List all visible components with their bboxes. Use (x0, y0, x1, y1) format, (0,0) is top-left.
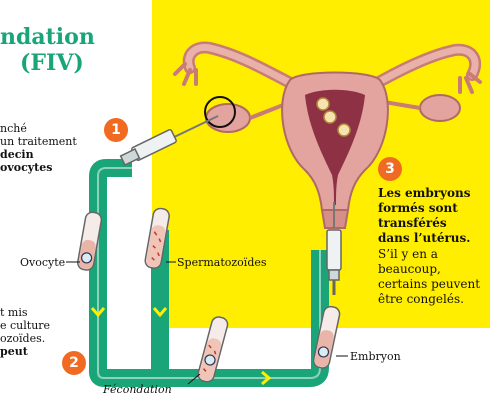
step-3-bold-line3: transférés (378, 216, 447, 231)
step-2-badge: 2 (62, 351, 86, 375)
step-3-line4: être congelés. (378, 292, 464, 307)
ovocyte-label: Ovocyte (20, 256, 65, 269)
uterus-embryo (324, 111, 336, 123)
step-2-line3: ozoïdes. (0, 332, 45, 345)
right-ovary (420, 95, 460, 121)
step-2-line2: e culture (0, 319, 50, 332)
step-3-bold-line2: formés sont (378, 201, 458, 216)
uterus-embryo (317, 98, 329, 110)
step-3-bold-line1: Les embryons (378, 186, 471, 201)
step-3-line3: certains peuvent (378, 277, 480, 292)
step-1-line4: ovocytes (0, 161, 52, 174)
uterus-embryo (338, 124, 350, 136)
embryon-label: Embryon (350, 350, 401, 363)
step-2-line1: t mis (0, 306, 28, 319)
step-1-badge: 1 (104, 118, 128, 142)
step-3-badge: 3 (378, 157, 402, 181)
step-2-line4: peut (0, 345, 28, 358)
step-3-line2: beaucoup, (378, 262, 441, 277)
step-3-line1: S’il y en a (378, 247, 438, 262)
page-title-line1: ndation (0, 24, 95, 50)
step-1-line3: decin (0, 148, 34, 161)
step-3-bold-line4: dans l’utérus. (378, 231, 470, 246)
step-1-line1: nché (0, 122, 27, 135)
page-title-line2: (FIV) (20, 50, 84, 76)
spermatozoides-label: Spermatozoïdes (177, 256, 267, 269)
step-1-line2: un traitement (0, 135, 77, 148)
fecondation-label: Fécondation (103, 383, 172, 396)
